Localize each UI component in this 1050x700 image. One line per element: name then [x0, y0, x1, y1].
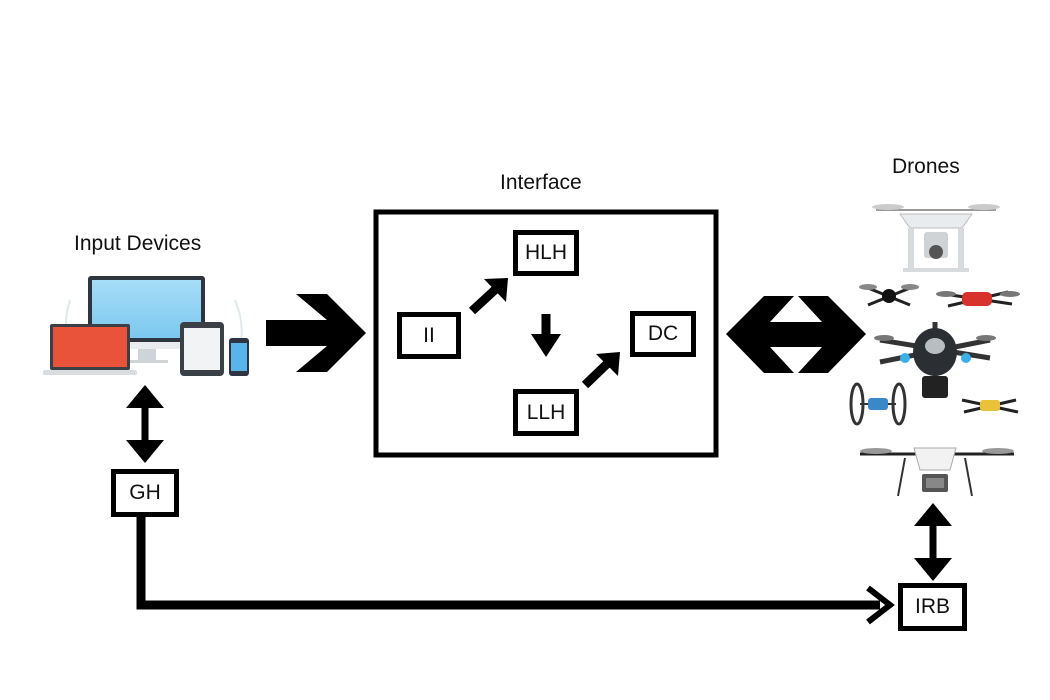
drone-yellow — [961, 398, 1019, 414]
drones-illustration — [849, 204, 1020, 497]
input-devices-label: Input Devices — [74, 232, 202, 255]
arrow-interface-drones — [726, 296, 866, 373]
arrow-llh-to-dc — [581, 352, 620, 389]
interface-label: Interface — [500, 171, 582, 194]
drones-label: Drones — [892, 155, 960, 178]
arrow-drones-irb — [914, 503, 952, 581]
node-hlh: HLH — [513, 230, 579, 276]
node-ii: II — [397, 312, 461, 359]
arrow-hlh-to-llh — [531, 314, 561, 357]
drone-black-small — [859, 284, 919, 307]
drone-phantom — [872, 204, 1000, 272]
input-devices-illustration — [43, 276, 249, 376]
node-llh: LLH — [513, 389, 579, 436]
node-gh: GH — [111, 469, 179, 517]
drone-red — [936, 290, 1020, 308]
arrow-input-gh — [126, 385, 164, 463]
connector-gh-to-irb — [136, 517, 895, 625]
node-irb: IRB — [898, 583, 967, 631]
arrow-input-to-interface — [266, 294, 366, 372]
drone-gimbal — [860, 447, 1014, 497]
drone-hexacopter — [874, 322, 996, 398]
arrow-ii-to-hlh — [468, 278, 508, 315]
node-dc: DC — [630, 311, 696, 357]
interface-frame — [373, 209, 719, 458]
drone-rolling — [849, 382, 907, 426]
